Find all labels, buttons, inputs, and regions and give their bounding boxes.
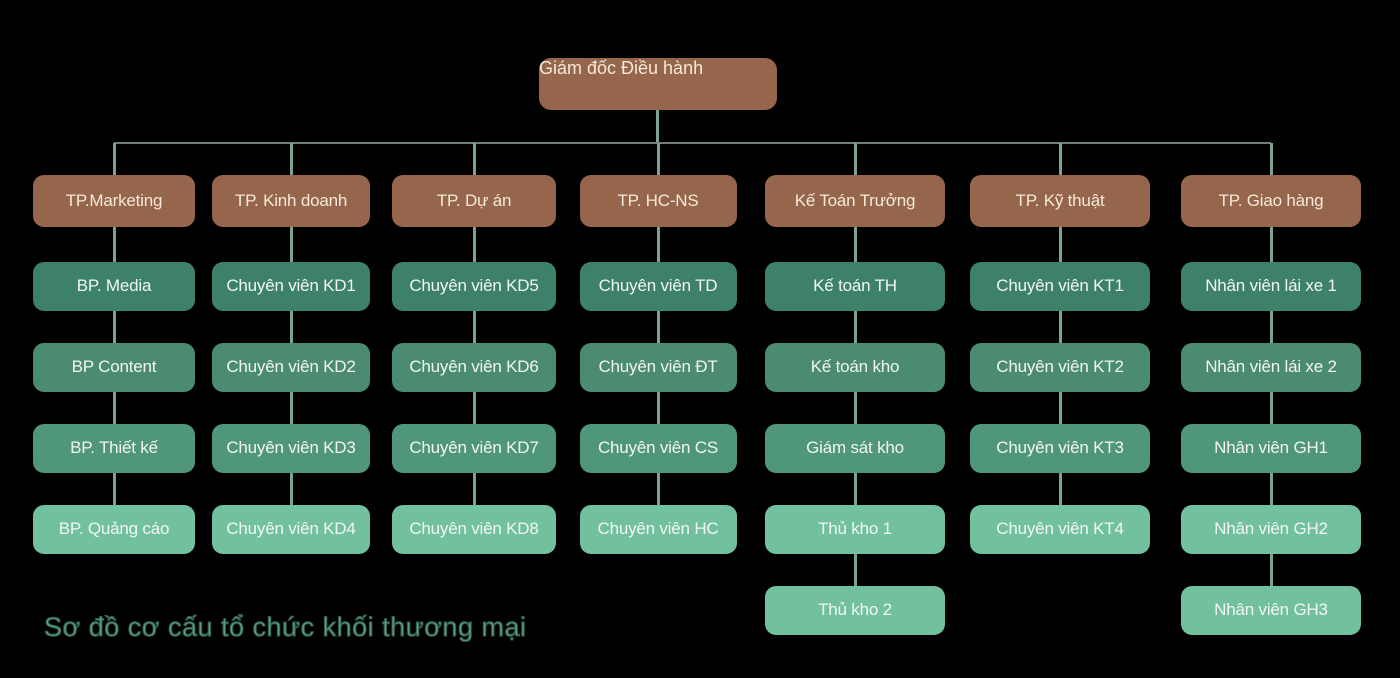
dept-head-node: TP. Kinh doanh [212,175,370,227]
connector-vertical [853,554,857,586]
connector-vertical [656,311,660,343]
connector-drop [112,143,116,175]
dept-head-node: TP. HC-NS [579,175,737,227]
connector-vertical [289,473,293,505]
connector-vertical [1058,392,1062,424]
org-node: Chuyên viên ĐT [579,343,737,392]
connector-vertical [112,392,116,424]
dept-head-node: TP. Dự án [392,175,556,227]
org-node: Thủ kho 2 [765,586,945,635]
connector-drop [1269,143,1273,175]
org-node: Chuyên viên KD7 [392,424,556,473]
dept-head-node: Kế Toán Trưởng [765,175,945,227]
org-node: Chuyên viên KD2 [212,343,370,392]
connector-root-stem [656,110,659,143]
org-node: Chuyên viên KT1 [970,262,1150,311]
connector-vertical [289,227,293,262]
connector-vertical [472,392,476,424]
connector-vertical [472,311,476,343]
connector-vertical [853,227,857,262]
org-node-root: Giám đốc Điều hành [539,58,777,110]
connector-drop [472,143,476,175]
connector-vertical [656,392,660,424]
org-node: Nhân viên lái xe 2 [1181,343,1361,392]
chart-caption: Sơ đồ cơ cấu tổ chức khối thương mại [43,612,527,643]
org-node: Nhân viên GH1 [1181,424,1361,473]
org-node: BP Content [33,343,195,392]
connector-vertical [1269,311,1273,343]
org-node: Chuyên viên KT4 [970,505,1150,554]
org-node: Chuyên viên KD1 [212,262,370,311]
connector-drop [289,143,293,175]
connector-drop [853,143,857,175]
org-node: Kế toán TH [765,262,945,311]
connector-vertical [1269,473,1273,505]
connector-drop [656,143,660,175]
org-node: BP. Quảng cáo [33,505,195,554]
connector-vertical [1269,392,1273,424]
dept-column: TP. HC-NS Chuyên viên TD Chuyên viên ĐT Chu… [579,175,737,554]
org-node: Kế toán kho [765,343,945,392]
connector-vertical [656,227,660,262]
connector-vertical [853,392,857,424]
connector-vertical [853,473,857,505]
org-node: Nhân viên GH3 [1181,586,1361,635]
org-node: BP. Media [33,262,195,311]
connector-vertical [112,227,116,262]
org-node: Chuyên viên TD [579,262,737,311]
connector-vertical [112,311,116,343]
org-node: Chuyên viên KT3 [970,424,1150,473]
connector-vertical [1269,227,1273,262]
connector-vertical [472,473,476,505]
org-node: Chuyên viên CS [579,424,737,473]
org-node: Chuyên viên KD3 [212,424,370,473]
connector-vertical [112,473,116,505]
connector-drop [1058,143,1062,175]
org-node: Giám sát kho [765,424,945,473]
connector-vertical [853,311,857,343]
connector-vertical [289,392,293,424]
connector-vertical [1058,227,1062,262]
dept-head-node: TP. Giao hàng [1181,175,1361,227]
dept-head-node: TP. Kỹ thuật [970,175,1150,227]
org-node: Chuyên viên KD4 [212,505,370,554]
dept-head-node: TP.Marketing [33,175,195,227]
org-node: Chuyên viên KD5 [392,262,556,311]
org-node: Chuyên viên KT2 [970,343,1150,392]
connector-vertical [1058,473,1062,505]
connector-vertical [289,311,293,343]
connector-vertical [472,227,476,262]
org-node: Chuyên viên HC [579,505,737,554]
org-node: Chuyên viên KD8 [392,505,556,554]
org-node: Nhân viên lái xe 1 [1181,262,1361,311]
org-node: BP. Thiết kế [33,424,195,473]
connector-vertical [1058,311,1062,343]
org-node: Nhân viên GH2 [1181,505,1361,554]
org-node: Chuyên viên KD6 [392,343,556,392]
org-node: Thủ kho 1 [765,505,945,554]
connector-vertical [656,473,660,505]
connector-horizontal-bus [114,142,1271,144]
connector-vertical [1269,554,1273,586]
